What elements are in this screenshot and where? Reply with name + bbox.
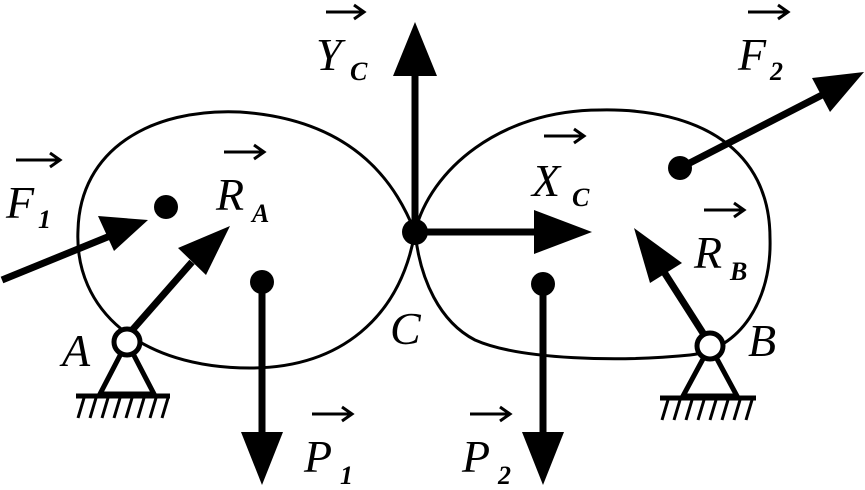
svg-text:P: P <box>303 431 332 482</box>
label-RB: R B <box>693 201 747 286</box>
arrow-F1 <box>0 216 148 284</box>
svg-text:Y: Y <box>316 29 346 80</box>
svg-text:A: A <box>250 199 269 228</box>
svg-text:B: B <box>729 257 747 286</box>
svg-text:1: 1 <box>340 461 353 490</box>
label-point-B: B <box>748 315 776 366</box>
arrow-YC <box>393 22 437 232</box>
label-point-C: C <box>390 303 422 354</box>
arrow-XC <box>415 210 592 254</box>
label-F2: F 2 <box>737 3 791 86</box>
label-P2: P 2 <box>461 405 513 490</box>
pin-support-B <box>660 330 756 421</box>
right-body-outline <box>413 108 772 361</box>
label-XC: X C <box>530 127 590 212</box>
point-F2-application <box>668 156 692 180</box>
svg-text:2: 2 <box>769 57 783 86</box>
svg-text:R: R <box>215 169 244 220</box>
label-P1: P 1 <box>303 405 355 490</box>
svg-text:C: C <box>350 57 368 86</box>
svg-text:1: 1 <box>38 205 51 234</box>
label-point-A: A <box>59 325 91 376</box>
point-P1-application <box>250 270 274 294</box>
point-F1-application <box>154 195 178 219</box>
left-body-outline <box>76 110 417 370</box>
svg-text:F: F <box>737 29 767 80</box>
svg-text:F: F <box>5 177 35 228</box>
point-P2-application <box>531 272 555 296</box>
svg-text:C: C <box>572 183 590 212</box>
label-YC: Y C <box>316 3 368 86</box>
svg-text:R: R <box>693 227 722 278</box>
svg-text:X: X <box>530 155 562 206</box>
arrow-P1 <box>241 282 283 485</box>
label-RA: R A <box>215 143 269 228</box>
label-F1: F 1 <box>5 151 63 234</box>
arrow-F2 <box>678 72 864 172</box>
pin-support-A <box>76 326 170 419</box>
svg-text:P: P <box>461 431 490 482</box>
svg-text:2: 2 <box>497 461 511 490</box>
arrow-RB <box>634 228 713 346</box>
arrow-RA <box>124 226 230 339</box>
arrow-P2 <box>522 284 564 485</box>
point-C <box>402 219 428 245</box>
